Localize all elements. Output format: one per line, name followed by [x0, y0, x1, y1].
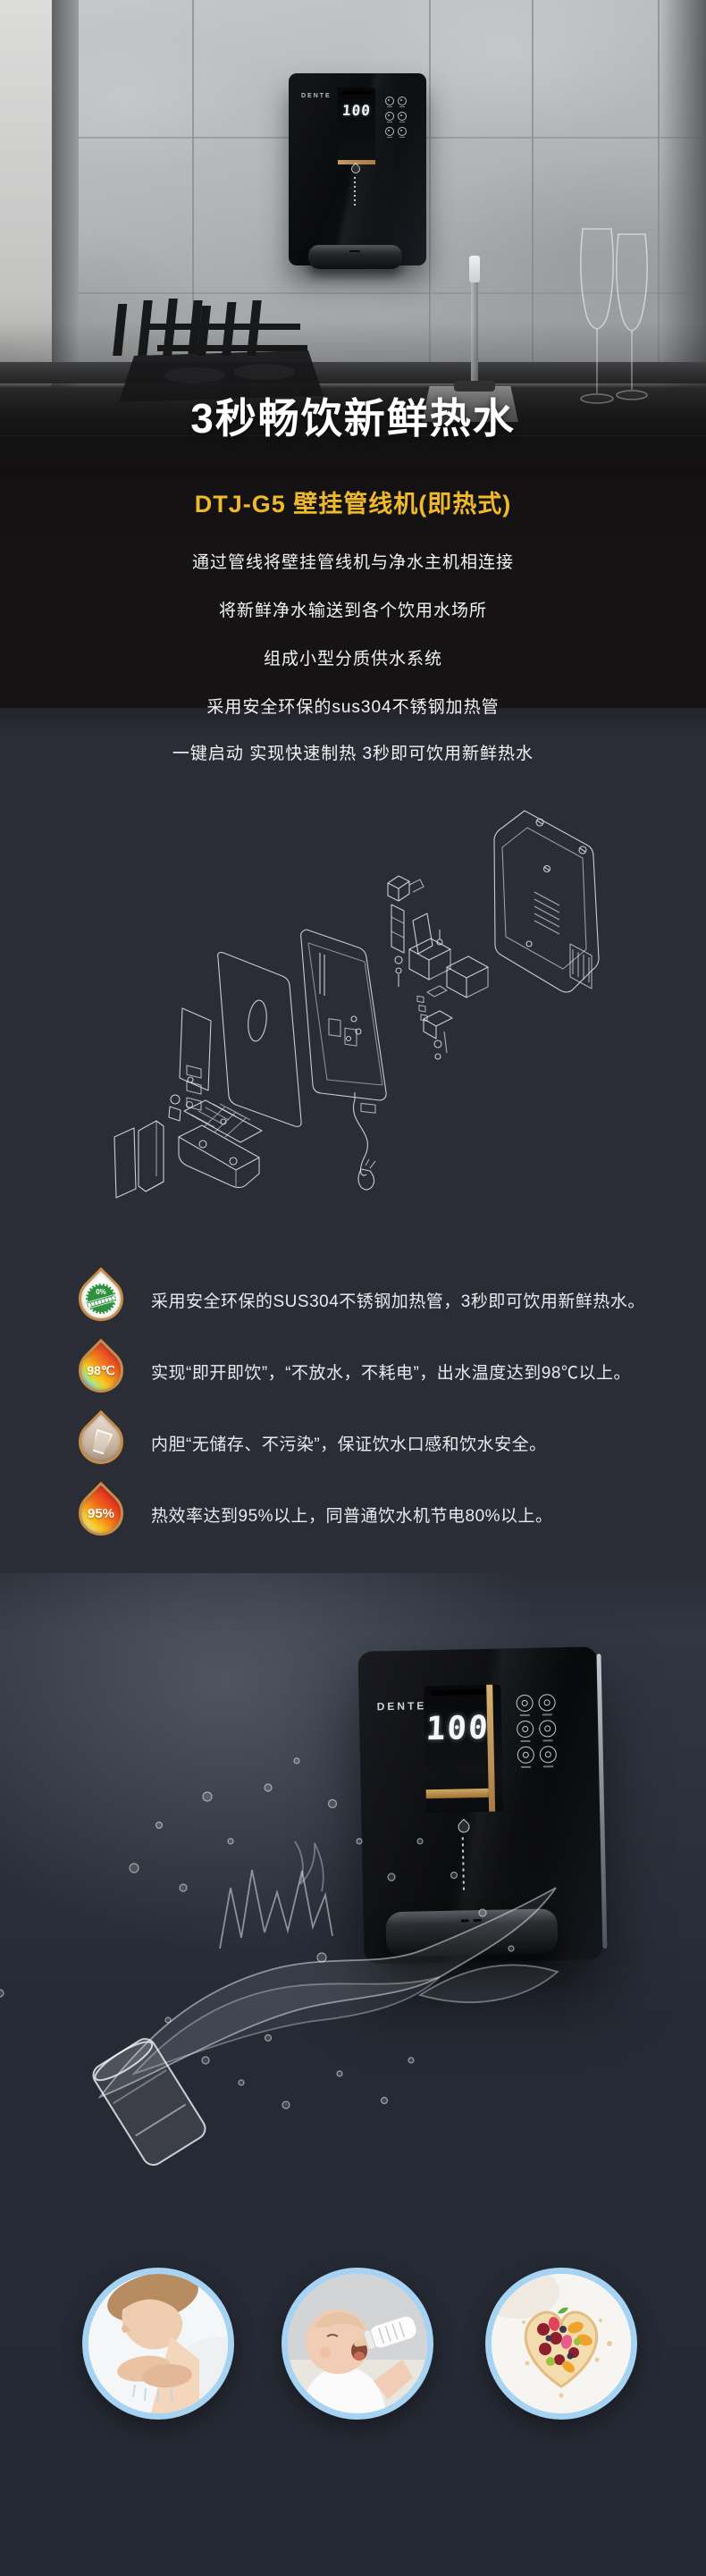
- touch-button: [516, 1694, 534, 1717]
- dispenser-window: 100: [338, 88, 375, 164]
- faucet-head: [469, 256, 480, 282]
- tile-seam: [532, 0, 534, 375]
- feature-text: 热效率达到95%以上，同普通饮水机节电80%以上。: [151, 1506, 553, 1526]
- gold-trim-bar: [425, 1788, 489, 1799]
- feature-text: 采用安全环保的SUS304不锈钢加热管，3秒即可饮用新鲜热水。: [151, 1292, 645, 1311]
- baby-bottle-feeding-photo: [282, 2268, 433, 2420]
- tile-seam: [79, 292, 706, 294]
- product-dispenser: DENTE 100: [357, 1646, 608, 1965]
- feature-item: 98℃ 实现“即开即饮”，“不放水，不耗电”，出水温度达到98℃以上。: [0, 1338, 706, 1402]
- touch-button: [517, 1746, 535, 1769]
- temperature-display: 100: [341, 102, 372, 119]
- heater-column-part: [387, 875, 424, 987]
- badge-label: 98℃: [87, 1362, 115, 1377]
- intro-line: 将新鲜净水输送到各个饮用水场所: [218, 602, 487, 620]
- gold-trim-bar: [338, 160, 375, 164]
- touch-button: [539, 1746, 558, 1768]
- side-block-parts: [113, 1120, 164, 1199]
- touch-button: [398, 127, 407, 138]
- efficiency-drop-icon: 95%: [69, 1481, 133, 1545]
- badge-label: 95%: [87, 1505, 115, 1521]
- bracket-strip-part: [168, 1007, 212, 1122]
- temperature-display: 100: [424, 1709, 491, 1748]
- touch-button: [517, 1720, 534, 1743]
- temperature-drop-icon: 98℃: [69, 1338, 133, 1402]
- feature-text: 实现“即开即饮”，“不放水，不耗电”，出水温度达到98℃以上。: [151, 1363, 631, 1383]
- photo-dark-fade: [0, 322, 706, 708]
- feature-item: 0% 采用安全环保的SUS304不锈钢加热管，3秒即可饮用新鲜热水。: [0, 1267, 706, 1331]
- touch-button: [385, 127, 394, 138]
- valve-fitting-parts: [423, 985, 453, 1060]
- glass-icon: [89, 1428, 113, 1455]
- eco-seal-drop-icon: 0%: [69, 1267, 133, 1331]
- woman-washing-face-photo: [82, 2268, 234, 2420]
- touch-button: [538, 1694, 556, 1716]
- touch-button: [385, 97, 394, 107]
- intro-line: 一键启动 实现快速制热 3秒即可饮用新鲜热水: [172, 745, 534, 763]
- touch-button: [398, 112, 407, 122]
- green-eco-badge: 0%: [82, 1284, 122, 1314]
- tile-seam: [192, 0, 194, 375]
- intro-line: 采用安全环保的sus304不锈钢加热管: [206, 698, 500, 717]
- water-stream-dots: [354, 177, 356, 207]
- back-housing-part: [493, 810, 600, 993]
- intro-line: 组成小型分质供水系统: [263, 650, 442, 669]
- purity-glass-drop-icon: [69, 1410, 133, 1474]
- drip-tray-part: [178, 1124, 260, 1189]
- touch-button: [398, 97, 407, 107]
- wall-mounted-dispenser: DENTE 100: [289, 73, 426, 269]
- feature-item: 95% 热效率达到95%以上，同普通饮水机节电80%以上。: [0, 1481, 706, 1545]
- touch-button: [539, 1720, 557, 1742]
- mesh-tray-part: [183, 1099, 263, 1143]
- fruit-dessert-heart-photo: [485, 2268, 637, 2420]
- model-subtitle: DTJ-G5 壁挂管线机(即热式): [194, 491, 512, 518]
- feature-text: 内胆“无储存、不污染”，保证饮水口感和饮水安全。: [151, 1435, 547, 1454]
- brand-logo: DENTE: [301, 93, 332, 99]
- touch-button: [385, 112, 394, 122]
- brand-logo: DENTE: [376, 1699, 427, 1713]
- power-cord-part: [352, 1092, 376, 1191]
- relay-box-parts: [408, 930, 489, 998]
- dispenser-window: 100: [424, 1684, 504, 1814]
- page-title: 3秒畅饮新鲜热水: [190, 395, 516, 442]
- front-frame-part: [300, 929, 387, 1114]
- touch-button-panel: [516, 1694, 559, 1772]
- hero-kitchen-photo: DENTE 100: [0, 0, 706, 708]
- drip-tray: [308, 245, 402, 269]
- touch-button-panel: [385, 97, 416, 143]
- tile-seam: [429, 0, 431, 375]
- feature-item: 内胆“无储存、不污染”，保证饮水口感和饮水安全。: [0, 1410, 706, 1474]
- vent-slot: [341, 91, 372, 95]
- exploded-diagram: [113, 810, 600, 1199]
- drip-tray: [385, 1908, 559, 1957]
- gasket-panel-part: [217, 952, 302, 1127]
- control-board-part: [412, 913, 433, 1022]
- vent-slot: [431, 1688, 489, 1696]
- intro-line: 通过管线将壁挂管线机与净水主机相连接: [191, 553, 514, 572]
